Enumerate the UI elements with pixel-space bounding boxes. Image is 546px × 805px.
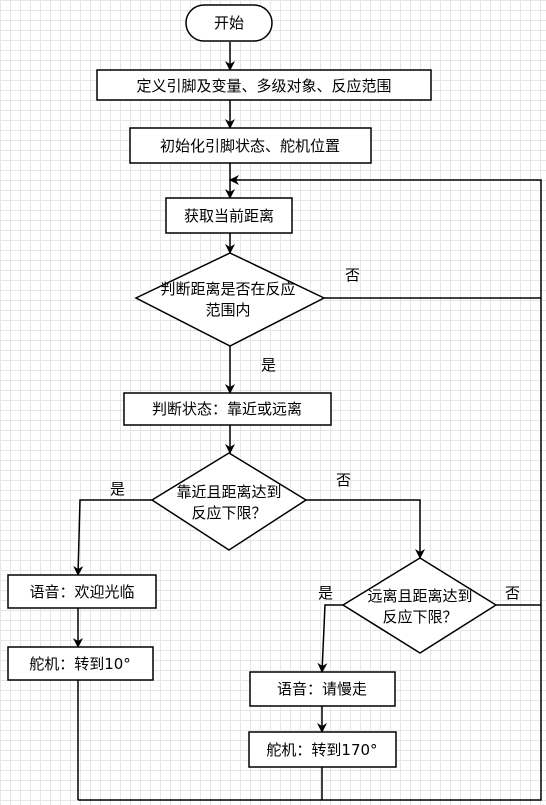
get-distance-label: 获取当前距离: [184, 207, 274, 225]
servo-10-label: 舵机：转到10°: [29, 655, 131, 673]
node-judge-state: 判断状态：靠近或远离: [123, 392, 332, 426]
judge-state-label: 判断状态：靠近或远离: [152, 400, 302, 418]
connectors: [73, 42, 542, 801]
check-range-label-line2: 范围内: [205, 301, 250, 319]
approach-limit-label-line1: 靠近且距离达到: [176, 483, 281, 501]
node-voice-slow: 语音：请慢走: [249, 671, 396, 707]
node-approach-limit: 靠近且距离达到 反应下限？: [150, 452, 308, 551]
node-servo-170: 舵机：转到170°: [248, 731, 397, 768]
away-limit-label-line1: 远离且距离达到: [367, 587, 472, 605]
node-start: 开始: [185, 4, 273, 42]
check-range-label-line1: 判断距离是否在反应: [160, 280, 295, 298]
voice-slow-label: 语音：请慢走: [277, 680, 367, 698]
node-servo-10: 舵机：转到10°: [7, 646, 154, 681]
branch-labels: 否 是 是 否 是 否: [110, 266, 520, 602]
label-range-no: 否: [345, 266, 360, 284]
label-range-yes: 是: [261, 356, 276, 374]
start-label: 开始: [214, 14, 244, 32]
edge-approach-no: [306, 499, 425, 559]
label-approach-yes: 是: [110, 480, 125, 498]
node-away-limit: 远离且距离达到 反应下限？: [341, 557, 498, 654]
define-label: 定义引脚及变量、多级对象、反应范围: [136, 77, 391, 95]
edge-bottom-return: [78, 298, 542, 801]
label-away-yes: 是: [318, 584, 333, 602]
away-limit-label-line2: 反应下限？: [382, 608, 457, 626]
label-away-no: 否: [505, 584, 520, 602]
node-check-range: 判断距离是否在反应 范围内: [134, 252, 326, 347]
approach-limit-label-line2: 反应下限？: [191, 504, 266, 522]
node-voice-welcome: 语音：欢迎光临: [7, 574, 157, 609]
init-label: 初始化引脚状态、舵机位置: [160, 137, 340, 155]
edge-away-yes: [317, 604, 343, 673]
node-get-distance: 获取当前距离: [165, 197, 293, 234]
servo-170-label: 舵机：转到170°: [266, 741, 377, 759]
edge-check-no-loop: [229, 175, 542, 299]
node-define: 定义引脚及变量、多级对象、反应范围: [96, 69, 432, 101]
label-approach-no: 否: [336, 471, 351, 489]
edge-approach-yes: [73, 499, 152, 576]
voice-welcome-label: 语音：欢迎光临: [29, 583, 134, 601]
node-init: 初始化引脚状态、舵机位置: [129, 127, 372, 164]
